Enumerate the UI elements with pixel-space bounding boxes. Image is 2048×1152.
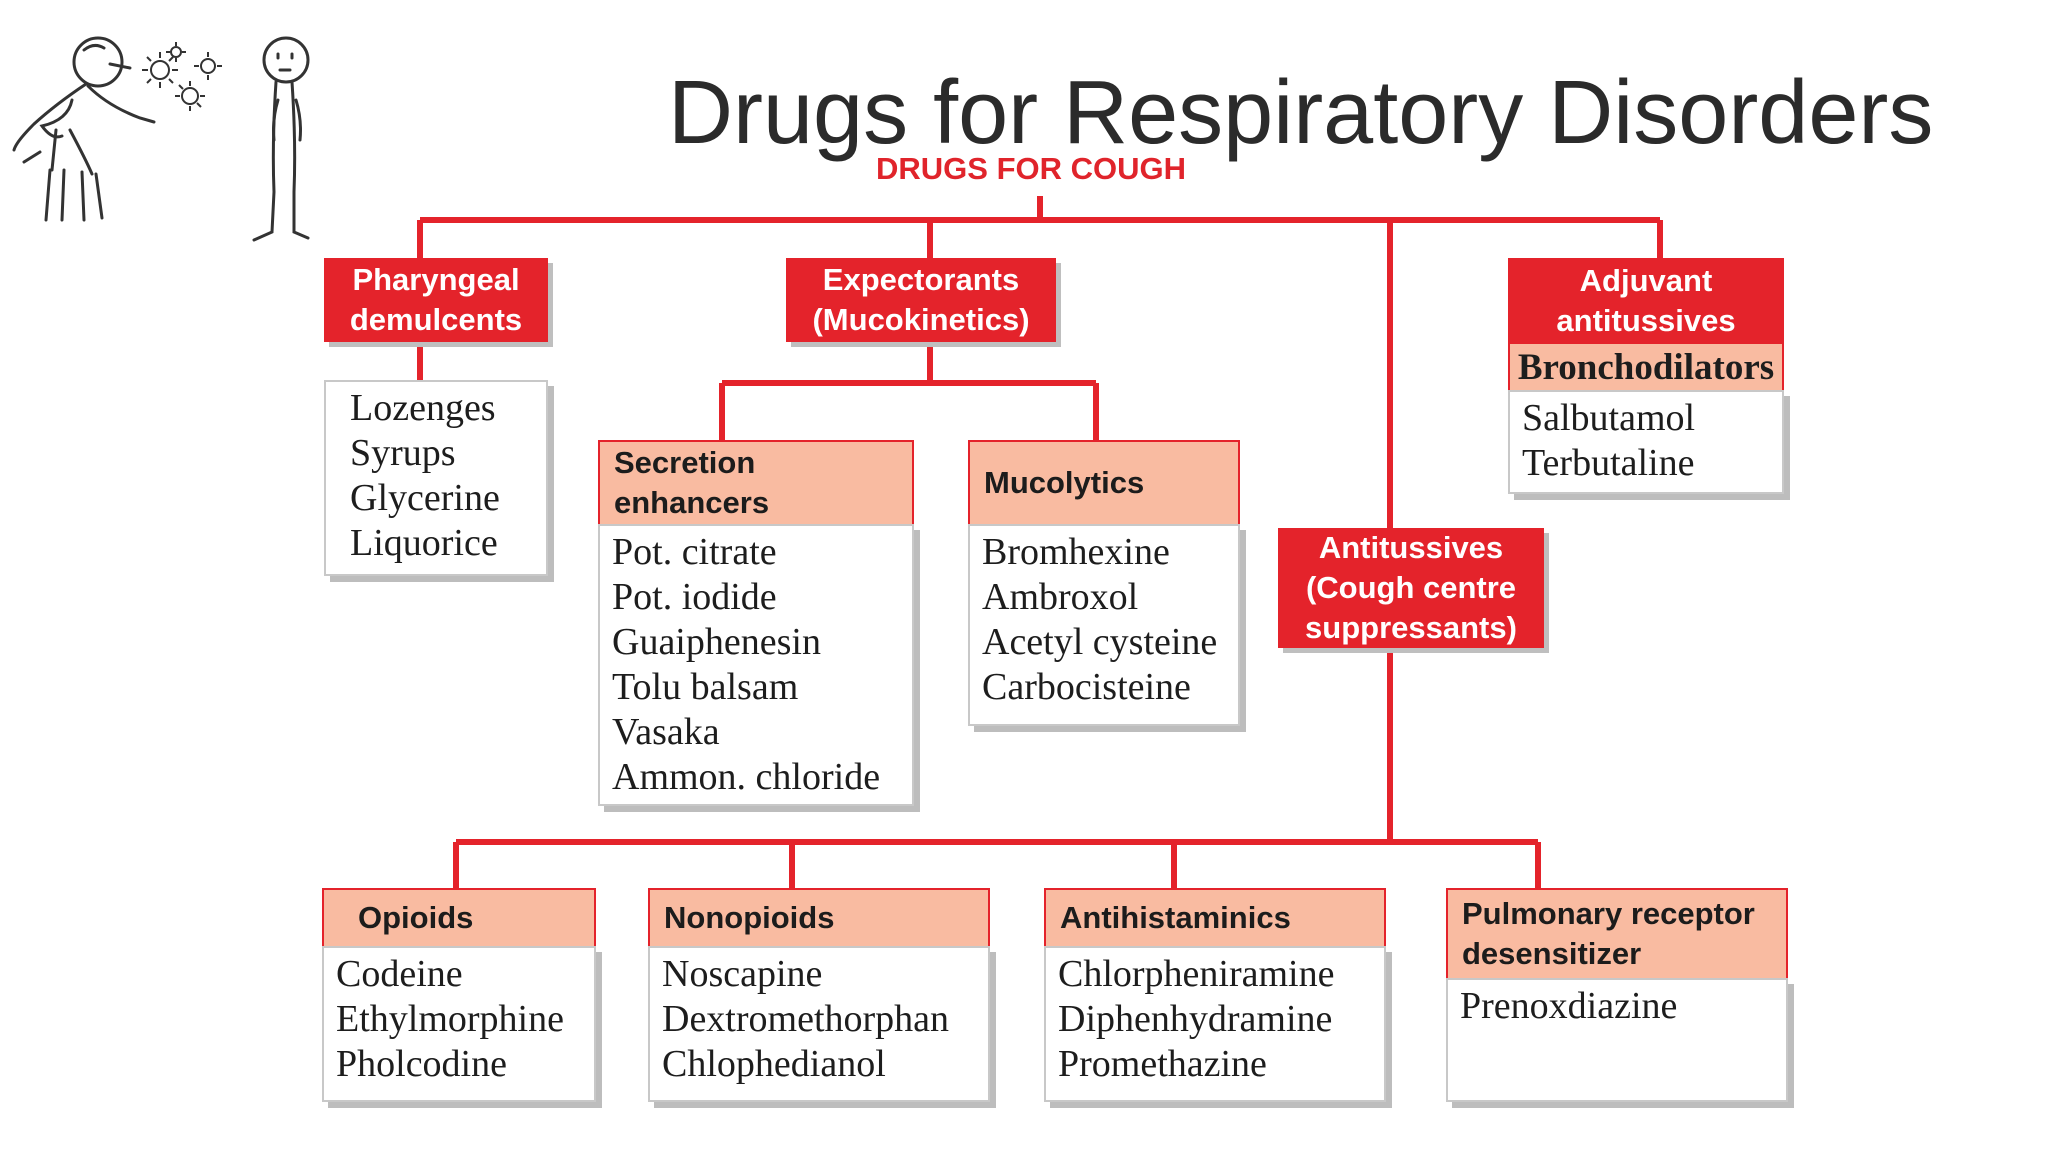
expectorants-header-line2: (Mucokinetics) xyxy=(812,302,1030,337)
list-item: Glycerine xyxy=(350,477,500,519)
expectorants-header: Expectorants (Mucokinetics) xyxy=(786,258,1056,342)
antitussives-header-line3: suppressants) xyxy=(1305,610,1517,645)
adjuvant-header-line2: antitussives xyxy=(1556,303,1736,338)
startled-person-icon xyxy=(252,36,310,242)
bronchodilators-text: Bronchodilators xyxy=(1517,346,1775,388)
pharyngeal-header-line2: demulcents xyxy=(349,302,523,337)
list-item: Guaiphenesin xyxy=(612,621,821,663)
list-item: Dextromethorphan xyxy=(662,998,950,1040)
mucolytics-list: Bromhexine Ambroxol Acetyl cysteine Carb… xyxy=(968,524,1240,726)
antihistaminics-list: Chlorpheniramine Diphenhydramine Prometh… xyxy=(1044,946,1386,1102)
adjuvant-header: Adjuvant antitussives xyxy=(1508,258,1784,344)
list-item: Salbutamol xyxy=(1522,397,1696,439)
pharyngeal-list: Lozenges Syrups Glycerine Liquorice xyxy=(324,380,548,576)
opioids-header: Opioids xyxy=(322,888,596,948)
list-item: Syrups xyxy=(350,432,456,474)
nonopioids-list: Noscapine Dextromethorphan Chlophedianol xyxy=(648,946,990,1102)
expectorants-header-line1: Expectorants xyxy=(822,262,1020,297)
opioids-header-text: Opioids xyxy=(358,900,474,935)
list-item: Chlophedianol xyxy=(662,1043,886,1085)
pharyngeal-header: Pharyngeal demulcents xyxy=(324,258,548,342)
list-item: Chlorpheniramine xyxy=(1058,953,1335,995)
list-item: Lozenges xyxy=(350,387,496,429)
list-item: Acetyl cysteine xyxy=(982,621,1218,663)
antitussives-header: Antitussives (Cough centre suppressants) xyxy=(1278,528,1544,648)
nonopioids-header-text: Nonopioids xyxy=(664,900,835,935)
pulmonary-header-line1: Pulmonary receptor xyxy=(1462,896,1755,931)
list-item: Bromhexine xyxy=(982,531,1170,573)
adjuvant-header-line1: Adjuvant xyxy=(1579,263,1713,298)
pulmonary-header-line2: desensitizer xyxy=(1462,936,1642,971)
list-item: Codeine xyxy=(336,953,463,995)
list-item: Pholcodine xyxy=(336,1043,507,1085)
list-item: Diphenhydramine xyxy=(1058,998,1333,1040)
list-item: Ethylmorphine xyxy=(336,998,564,1040)
list-item: Prenoxdiazine xyxy=(1460,985,1678,1027)
nonopioids-header: Nonopioids xyxy=(648,888,990,948)
list-item: Promethazine xyxy=(1058,1043,1267,1085)
list-item: Tolu balsam xyxy=(612,666,799,708)
sneezing-person-icon xyxy=(12,36,156,222)
list-item: Pot. citrate xyxy=(612,531,777,573)
slide-title: Drugs for Respiratory Disorders xyxy=(668,63,1934,163)
secretion-header: Secretion enhancers xyxy=(598,440,914,526)
antitussives-header-line2: (Cough centre xyxy=(1305,570,1517,605)
list-item: Ambroxol xyxy=(982,576,1139,618)
secretion-header-line2: enhancers xyxy=(614,485,770,520)
list-item: Vasaka xyxy=(612,711,720,753)
mucolytics-header-text: Mucolytics xyxy=(984,465,1145,500)
pulmonary-header: Pulmonary receptor desensitizer xyxy=(1446,888,1788,980)
pharyngeal-header-line1: Pharyngeal xyxy=(352,262,520,297)
mucolytics-header: Mucolytics xyxy=(968,440,1240,526)
bronchodilators-subheader: Bronchodilators xyxy=(1508,342,1784,392)
secretion-header-line1: Secretion xyxy=(614,445,756,480)
germ-icon xyxy=(142,42,222,111)
antihistaminics-header: Antihistaminics xyxy=(1044,888,1386,948)
pulmonary-list: Prenoxdiazine xyxy=(1446,978,1788,1102)
list-item: Pot. iodide xyxy=(612,576,777,618)
antitussives-header-line1: Antitussives xyxy=(1318,530,1504,565)
list-item: Liquorice xyxy=(350,522,498,564)
list-item: Terbutaline xyxy=(1522,442,1695,484)
sneeze-cartoon xyxy=(12,36,310,242)
secretion-list: Pot. citrate Pot. iodide Guaiphenesin To… xyxy=(598,524,914,806)
list-item: Noscapine xyxy=(662,953,823,995)
list-item: Carbocisteine xyxy=(982,666,1191,708)
opioids-list: Codeine Ethylmorphine Pholcodine xyxy=(322,946,596,1102)
root-label: DRUGS FOR COUGH xyxy=(876,151,1186,186)
adjuvant-list: Salbutamol Terbutaline xyxy=(1508,390,1784,494)
antihistaminics-header-text: Antihistaminics xyxy=(1060,900,1291,935)
list-item: Ammon. chloride xyxy=(612,756,881,798)
